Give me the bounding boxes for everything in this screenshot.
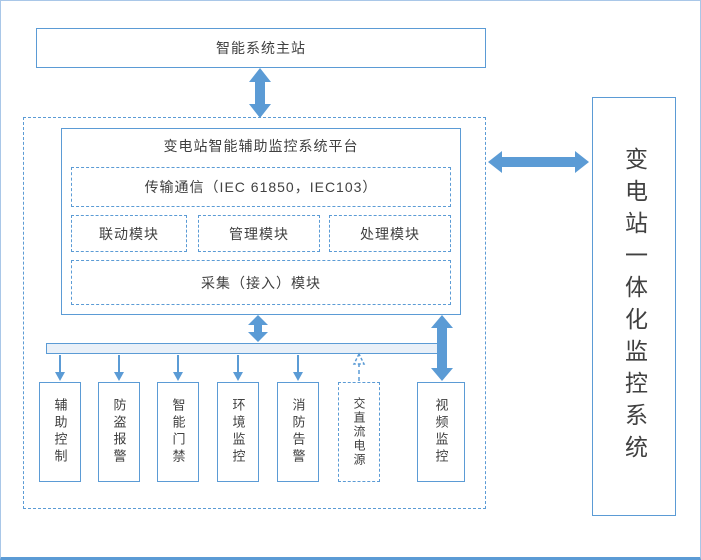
device-label: 消防告警 <box>290 398 306 466</box>
integrated-system-label: 变电站一体化监控系统 <box>621 146 648 467</box>
arrow-platform-integrated <box>488 151 589 173</box>
device-box-acdc-power: 交直流电源 <box>338 382 380 482</box>
device-box-smart-access: 智能门禁 <box>157 382 199 482</box>
acquisition-label: 采集（接入）模块 <box>201 274 321 291</box>
device-label: 交直流电源 <box>352 397 366 467</box>
device-label: 环境监控 <box>230 398 246 466</box>
master-station-label: 智能系统主站 <box>216 40 306 56</box>
module-management-label: 管理模块 <box>229 225 289 242</box>
transmission-label: 传输通信（IEC 61850，IEC103） <box>144 179 378 195</box>
master-station-box: 智能系统主站 <box>36 28 486 68</box>
device-box-fire-alarm: 消防告警 <box>277 382 319 482</box>
module-box-processing: 处理模块 <box>329 215 451 252</box>
platform-box: 变电站智能辅助监控系统平台 传输通信（IEC 61850，IEC103） 联动模… <box>61 128 461 315</box>
module-linkage-label: 联动模块 <box>99 225 159 242</box>
device-label: 防盗报警 <box>111 398 127 466</box>
device-box-environment-monitor: 环境监控 <box>217 382 259 482</box>
module-box-linkage: 联动模块 <box>71 215 187 252</box>
module-box-management: 管理模块 <box>198 215 320 252</box>
arrow-master-platform <box>249 68 271 118</box>
device-box-antitheft-alarm: 防盗报警 <box>98 382 140 482</box>
device-label: 智能门禁 <box>170 398 186 466</box>
acquisition-box: 采集（接入）模块 <box>71 260 451 305</box>
bus-bar <box>46 343 438 354</box>
device-box-auxiliary-control: 辅助控制 <box>39 382 81 482</box>
transmission-box: 传输通信（IEC 61850，IEC103） <box>71 167 451 207</box>
module-processing-label: 处理模块 <box>360 225 420 242</box>
device-label: 视频监控 <box>433 398 449 466</box>
device-label: 辅助控制 <box>52 398 68 466</box>
device-box-video-monitor: 视频监控 <box>417 382 465 482</box>
platform-title: 变电站智能辅助监控系统平台 <box>163 138 359 154</box>
integrated-system-box: 变电站一体化监控系统 <box>592 97 676 516</box>
